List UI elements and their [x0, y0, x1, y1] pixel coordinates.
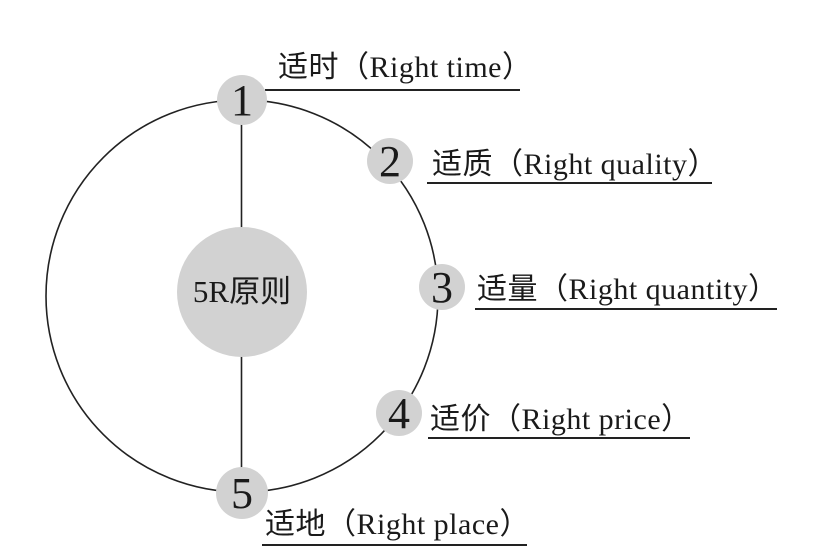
node-5-circle — [216, 467, 268, 519]
node-1-number: 1 — [231, 76, 253, 125]
node-3-circle — [419, 264, 465, 310]
node-3-label-right-quantity: 适量（Right quantity） — [477, 273, 779, 306]
node-2-number: 2 — [379, 137, 401, 186]
node-3-number: 3 — [431, 263, 453, 312]
node-2-circle — [367, 138, 413, 184]
node-5-label-right-place: 适地（Right place） — [265, 508, 530, 541]
node-1-circle — [217, 75, 267, 125]
node-4-circle — [376, 390, 422, 436]
node-4-label-right-price: 适价（Right price） — [430, 403, 692, 436]
node-4-number: 4 — [388, 389, 410, 438]
center-node-label: 5R原则 — [193, 274, 291, 309]
node-2-label-right-quality: 适质（Right quality） — [432, 148, 718, 181]
node-5-number: 5 — [231, 469, 253, 518]
node-1-label-right-time: 适时（Right time） — [278, 51, 533, 84]
center-node-circle — [177, 227, 307, 357]
